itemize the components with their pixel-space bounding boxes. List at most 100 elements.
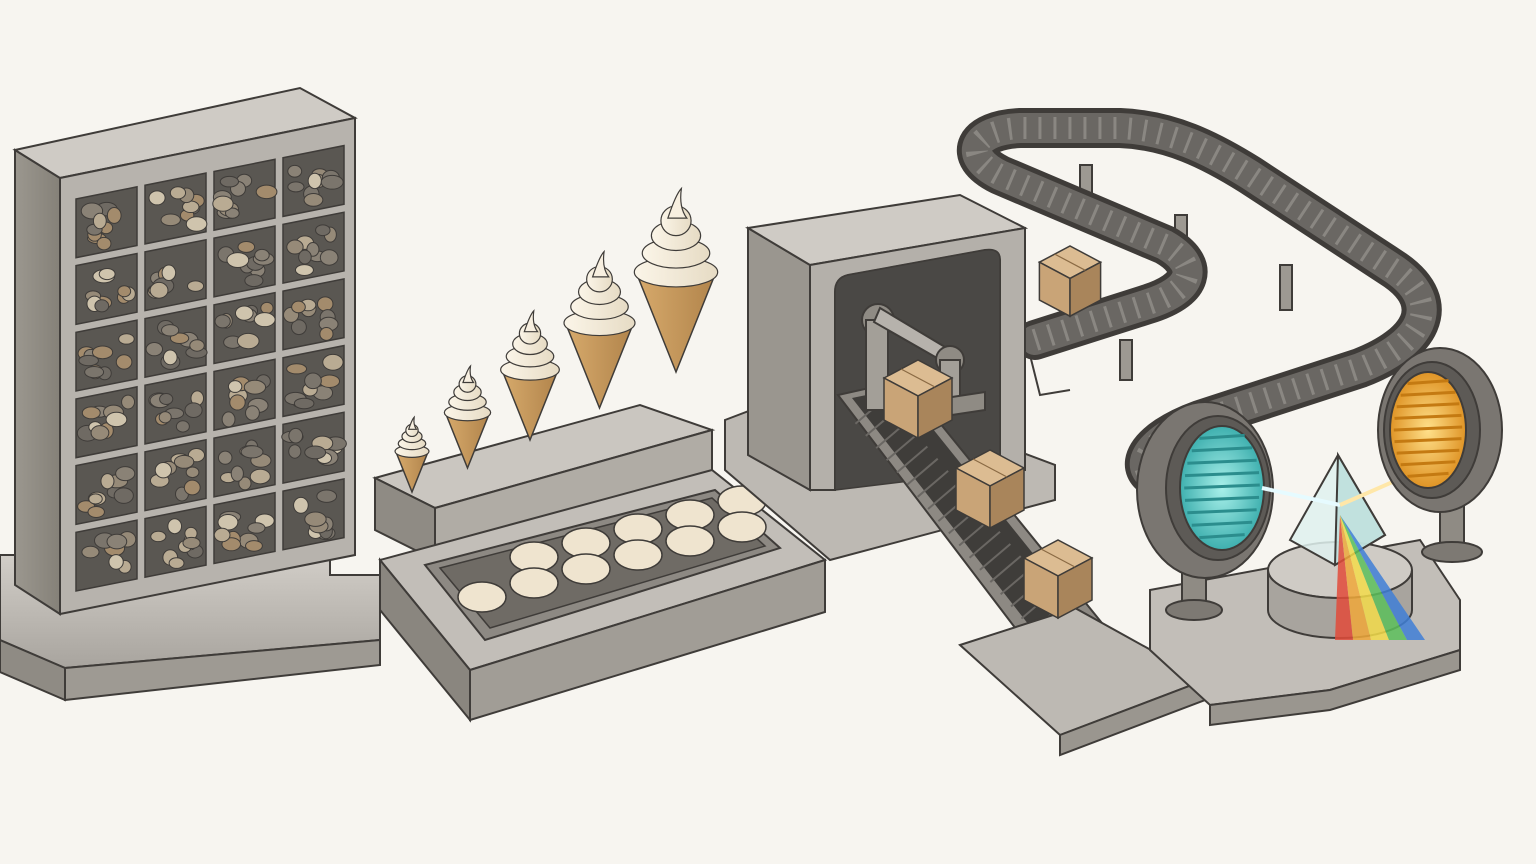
lens-slat: [1393, 425, 1463, 432]
ice-cream-cone: [500, 309, 560, 443]
pebble: [226, 252, 250, 268]
pebble: [148, 190, 166, 206]
pebble: [322, 353, 344, 371]
cardboard-box: [1037, 245, 1103, 318]
lens-slat: [1187, 458, 1257, 465]
pebble: [288, 444, 302, 459]
pebble: [316, 489, 338, 503]
disc-tray: [378, 468, 828, 723]
pebble: [293, 496, 309, 514]
pebble: [98, 267, 116, 281]
pebble: [230, 465, 244, 482]
lens-slat: [1407, 471, 1449, 478]
pebble: [319, 327, 334, 341]
pebble: [121, 394, 136, 410]
shelf-base-side: [64, 638, 381, 702]
cardboard-box: [954, 449, 1026, 530]
pebble: [260, 301, 274, 315]
pebble: [90, 425, 110, 441]
cyan-lens-foot: [1165, 599, 1223, 621]
pebble: [219, 175, 240, 188]
pebble: [187, 280, 205, 292]
pebble: [162, 349, 178, 366]
pebble: [229, 394, 246, 411]
pebble: [158, 411, 172, 424]
ice-cream-cone: [394, 415, 430, 495]
pebble: [189, 339, 205, 352]
pebble: [173, 454, 195, 469]
pebble: [304, 372, 322, 390]
lens-slat: [1187, 508, 1257, 515]
pebble: [78, 354, 99, 367]
box-tape: [1040, 548, 1076, 568]
pebble: [118, 333, 135, 345]
lens-slat: [1396, 448, 1460, 455]
box-side: [1069, 260, 1102, 318]
lens-slat: [1394, 437, 1462, 444]
pebble: [96, 236, 112, 251]
pebble: [91, 345, 114, 360]
light-beam-in: [1261, 486, 1341, 507]
pebble: [290, 319, 307, 336]
pebble: [115, 354, 133, 370]
pebble: [243, 379, 267, 395]
disc: [717, 511, 767, 543]
lens-slat: [1184, 471, 1260, 478]
pebble: [84, 365, 105, 379]
cream-tip: [523, 309, 539, 333]
amber-lens-assembly: [1377, 347, 1503, 563]
pebble: [217, 513, 239, 531]
pebble: [154, 462, 172, 479]
pebble: [237, 240, 256, 253]
pebble: [161, 264, 177, 282]
gantry-left-leg: [747, 226, 811, 492]
pebble: [307, 172, 322, 190]
pebble: [227, 380, 243, 393]
prism-assembly: [1261, 451, 1425, 640]
pebble: [88, 493, 103, 505]
ice-cream-cone: [443, 364, 492, 471]
pebble: [286, 239, 304, 255]
lens-slat: [1407, 379, 1449, 386]
pebble: [94, 299, 110, 313]
lens-slat: [1396, 402, 1460, 409]
pebble: [304, 511, 327, 527]
pebble-shelf: [0, 86, 381, 702]
array-base-front: [1209, 648, 1461, 727]
waffle-cone: [637, 276, 715, 375]
disc: [509, 567, 559, 599]
pebble: [113, 487, 134, 504]
disc: [613, 539, 663, 571]
pebble: [247, 522, 266, 534]
cardboard-box: [1022, 539, 1094, 620]
pebble: [294, 264, 314, 276]
pebble: [291, 300, 306, 314]
shelf-cells: [75, 144, 347, 592]
pebble: [185, 216, 208, 232]
lens-slat: [1400, 460, 1456, 467]
pebble: [319, 249, 339, 266]
box-tape: [972, 458, 1008, 478]
pebble: [161, 324, 180, 337]
pebble: [182, 536, 201, 550]
pebble: [105, 411, 128, 428]
pebble: [168, 557, 185, 569]
cream-tip: [667, 186, 688, 219]
pebble: [244, 274, 264, 288]
cardboard-boxes: [882, 245, 1103, 620]
pebble: [117, 285, 132, 298]
pebble: [316, 296, 334, 312]
lens-slat: [1184, 483, 1260, 490]
cyan-lens-assembly: [1136, 401, 1274, 621]
pebble: [288, 427, 304, 444]
pebble: [245, 540, 263, 552]
tray-base-side: [379, 557, 471, 723]
pebble: [175, 420, 190, 433]
lens-slat: [1199, 533, 1245, 540]
ice-cream-cone: [563, 249, 636, 411]
pebble: [293, 397, 315, 410]
pebble: [184, 402, 203, 418]
pebble: [81, 545, 100, 559]
spectrum-ray: [1335, 515, 1353, 640]
cream-tip: [462, 364, 475, 384]
